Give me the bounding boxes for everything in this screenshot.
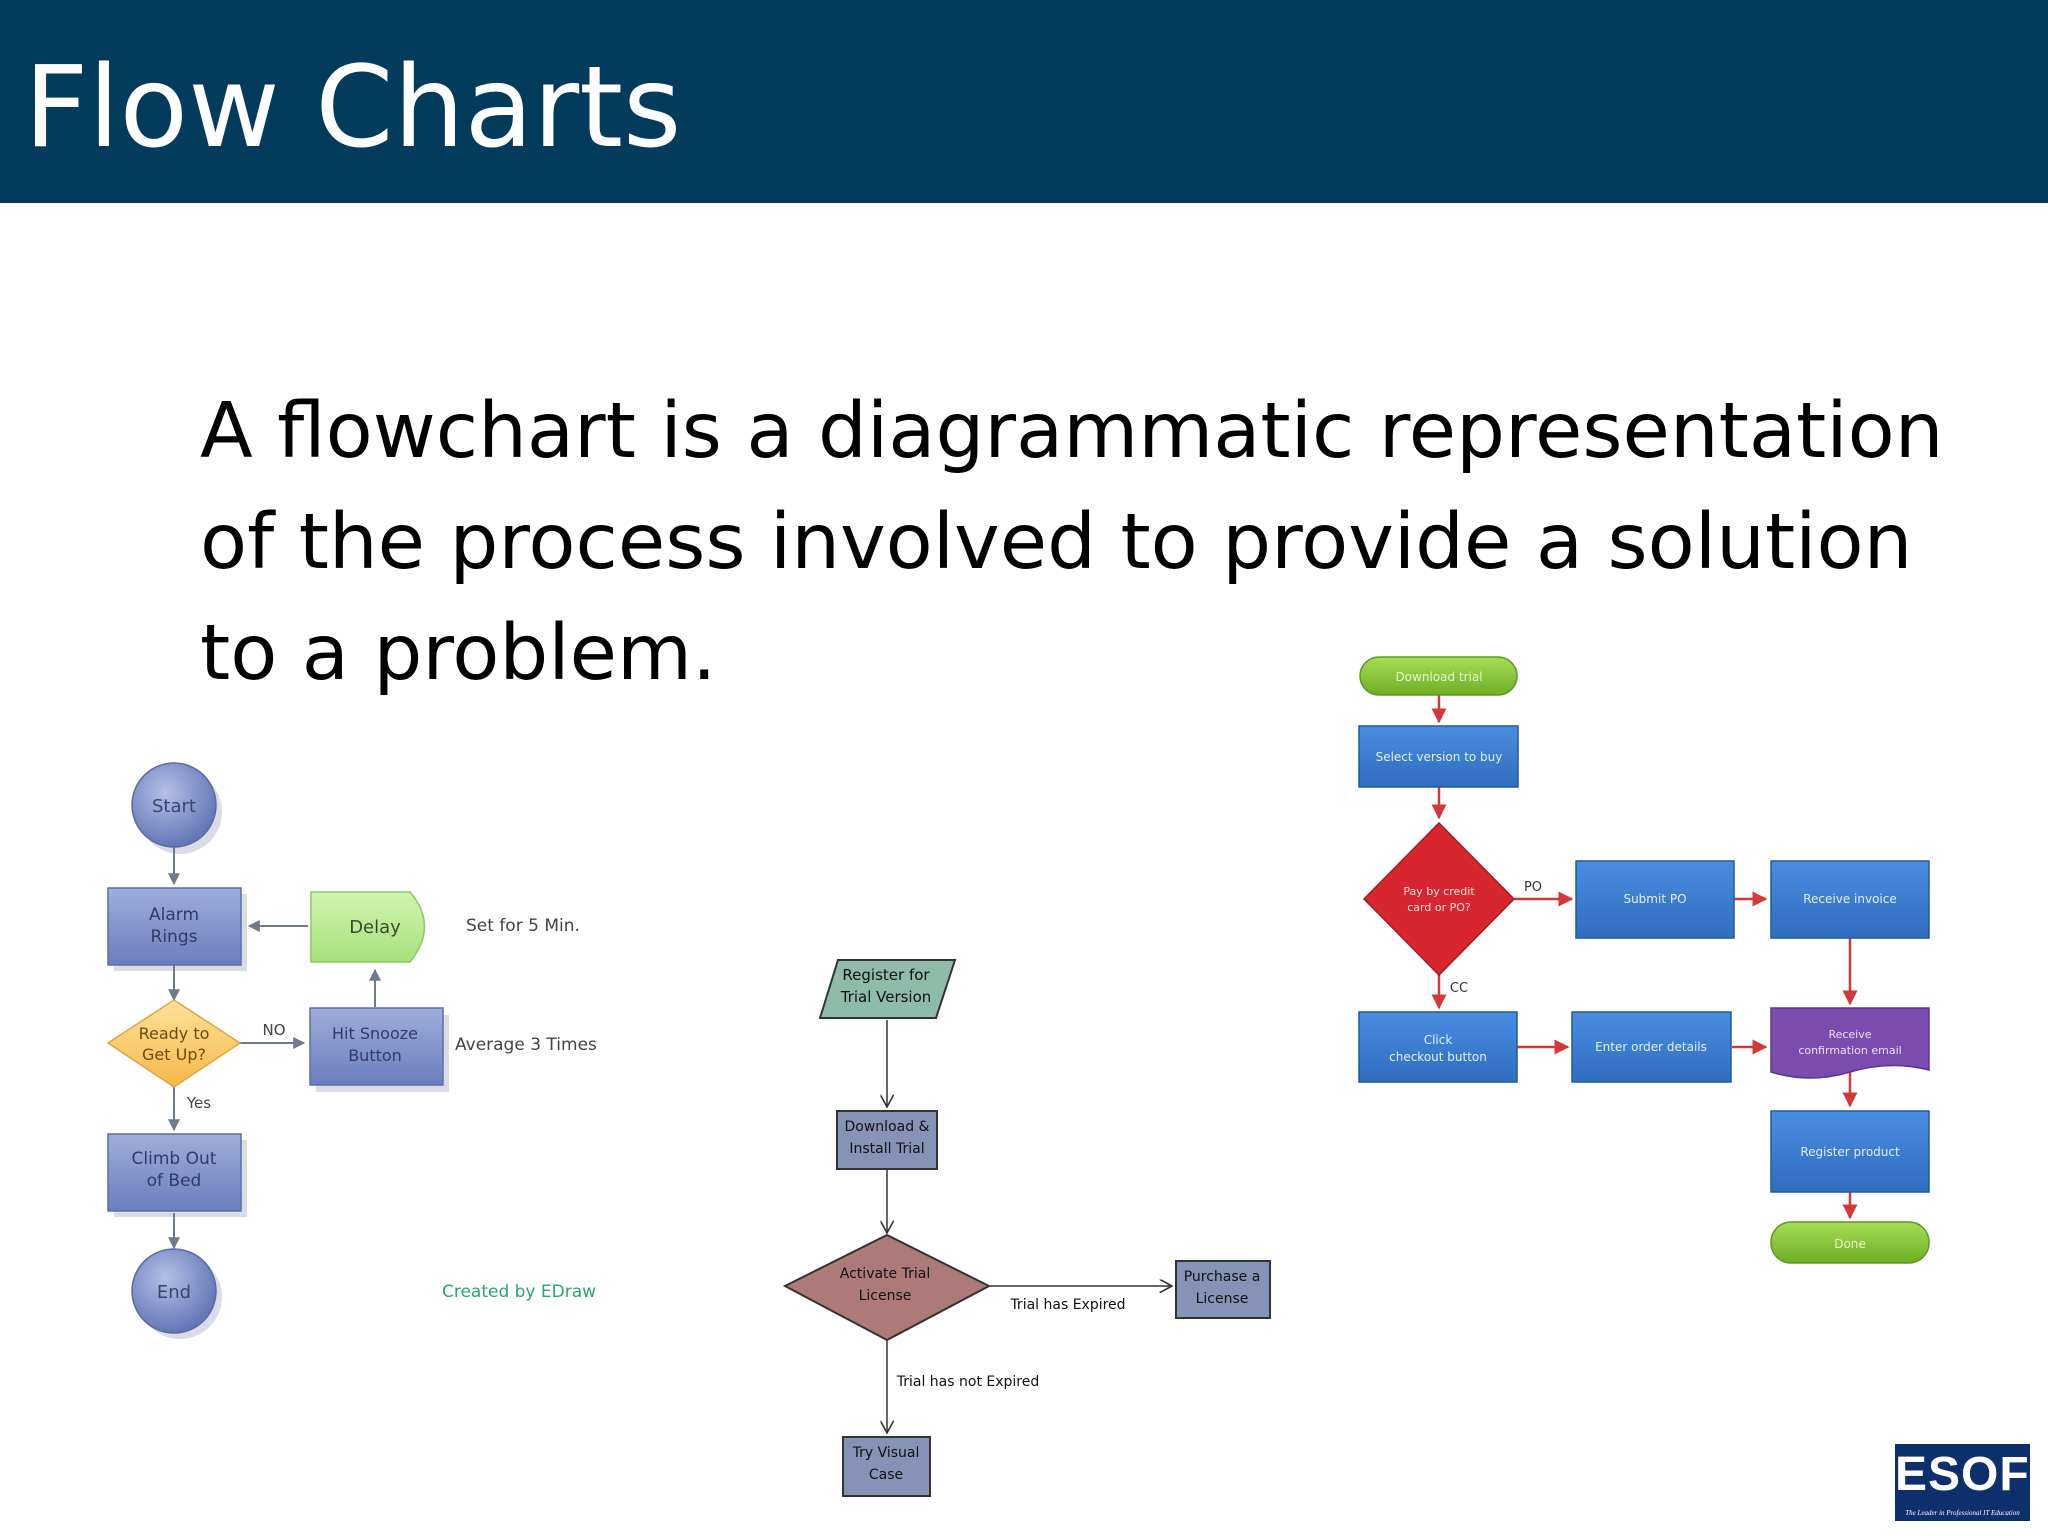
no-label: NO	[262, 1021, 285, 1039]
try-label: Case	[869, 1467, 903, 1483]
not-expired-label: Trial has not Expired	[896, 1374, 1040, 1390]
activate-label: Activate Trial	[840, 1266, 930, 1282]
snooze-note: Average 3 Times	[455, 1035, 597, 1055]
confirmation-label: Receive	[1828, 1028, 1871, 1041]
slide-body-text: A flowchart is a diagrammatic representa…	[200, 376, 1944, 709]
snooze-node	[309, 1007, 444, 1086]
select-version-node	[1358, 725, 1519, 788]
activate-label: License	[859, 1288, 912, 1304]
climb-label: Climb Out	[132, 1149, 217, 1169]
edraw-credit: Created by EDraw	[442, 1282, 596, 1302]
register-product-node	[1770, 1110, 1930, 1193]
logo-text: ESOFT	[1895, 1448, 2048, 1501]
enter-details-label: Enter order details	[1595, 1040, 1707, 1054]
done-label: Done	[1834, 1237, 1866, 1251]
submit-po-node	[1575, 860, 1735, 939]
try-label: Try Visual	[852, 1445, 920, 1461]
logo-tagline: The Leader in Professional IT Education	[1905, 1509, 2020, 1517]
esoft-logo: ESOFT The Leader in Professional IT Educ…	[1895, 1444, 2048, 1521]
cc-label: CC	[1450, 981, 1468, 996]
register-product-label: Register product	[1800, 1145, 1900, 1159]
checkout-node	[1358, 1011, 1518, 1083]
enter-details-node	[1571, 1011, 1732, 1083]
expired-label: Trial has Expired	[1009, 1297, 1125, 1313]
decision-label: Get Up?	[142, 1045, 206, 1064]
snooze-label: Hit Snooze	[332, 1024, 418, 1043]
download-node	[836, 1110, 938, 1170]
pay-decision-label: Pay by credit	[1403, 885, 1475, 898]
body-line: A flowchart is a diagrammatic representa…	[200, 387, 1944, 476]
download-trial-label: Download trial	[1395, 670, 1482, 684]
alarm-label: Rings	[151, 927, 198, 947]
start-label: Start	[152, 796, 196, 817]
title-bar: Flow Charts	[0, 0, 2048, 203]
ready-decision-node	[106, 999, 242, 1088]
pay-decision-label: card or PO?	[1407, 901, 1471, 914]
snooze-label: Button	[348, 1046, 402, 1065]
done-node	[1770, 1221, 1930, 1264]
download-label: Download &	[845, 1119, 930, 1135]
download-trial-node	[1359, 656, 1518, 696]
checkout-label: checkout button	[1389, 1050, 1487, 1064]
alarm-rings-node	[107, 887, 242, 966]
end-node	[131, 1248, 217, 1334]
alarm-label: Alarm	[149, 905, 199, 925]
decision-label: Ready to	[139, 1024, 210, 1043]
trial-flowchart: Register for Trial Version Download & In…	[782, 959, 1271, 1497]
select-version-label: Select version to buy	[1376, 750, 1503, 764]
delay-label: Delay	[349, 917, 401, 938]
receive-invoice-label: Receive invoice	[1803, 892, 1897, 906]
receive-invoice-node	[1770, 860, 1930, 939]
purchase-flowchart: Download trial Select version to buy Pay…	[1358, 656, 1930, 1264]
alarm-flowchart: Start Alarm Rings Delay Set for 5 Min. R…	[106, 762, 597, 1339]
delay-note: Set for 5 Min.	[466, 916, 580, 936]
purchase-node	[1175, 1260, 1271, 1319]
purchase-label: License	[1196, 1291, 1249, 1307]
purchase-label: Purchase a	[1184, 1269, 1261, 1285]
start-node	[131, 762, 217, 848]
climb-out-node	[107, 1133, 242, 1212]
body-line: to a problem.	[200, 609, 717, 698]
yes-label: Yes	[186, 1094, 211, 1112]
delay-node	[310, 891, 426, 963]
end-label: End	[157, 1282, 191, 1303]
slide-title: Flow Charts	[24, 43, 682, 173]
pay-decision-node	[1362, 821, 1516, 977]
activate-decision-node	[782, 1233, 992, 1342]
po-label: PO	[1524, 880, 1542, 895]
register-label: Register for	[842, 966, 930, 984]
climb-label: of Bed	[147, 1171, 202, 1191]
download-label: Install Trial	[849, 1141, 924, 1157]
register-io-node	[818, 959, 957, 1019]
confirmation-label: confirmation email	[1798, 1044, 1901, 1057]
submit-po-label: Submit PO	[1623, 892, 1686, 906]
body-line: of the process involved to provide a sol…	[200, 498, 1913, 587]
confirmation-document-node	[1770, 1007, 1930, 1079]
try-node	[842, 1436, 931, 1497]
register-label: Trial Version	[840, 988, 932, 1006]
checkout-label: Click	[1424, 1033, 1453, 1047]
